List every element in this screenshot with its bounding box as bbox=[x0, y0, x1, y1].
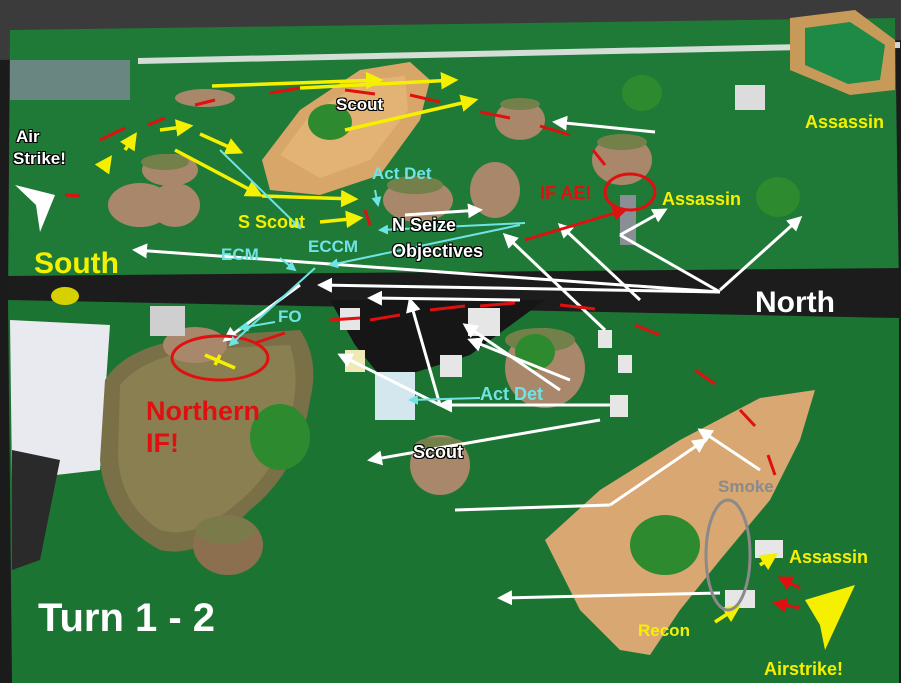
cyan-ew-arrows bbox=[219, 149, 526, 405]
north-label: North bbox=[755, 286, 835, 319]
red-line-of-sight-dashes bbox=[64, 86, 777, 476]
fo-label: FO bbox=[278, 307, 302, 326]
act-det-label-top: Act Det bbox=[372, 164, 432, 183]
turn-label: Turn 1 - 2 bbox=[38, 596, 216, 640]
act-det-label-mid: Act Det bbox=[480, 384, 544, 404]
road bbox=[8, 268, 899, 318]
ecm-label: ECM bbox=[221, 245, 259, 264]
if-ae-label: IF AE! bbox=[540, 183, 592, 203]
bush bbox=[250, 404, 310, 470]
recon-label: Recon bbox=[638, 621, 690, 640]
white-movement-arrows bbox=[132, 115, 803, 606]
if-label: IF! bbox=[146, 428, 179, 458]
air-strike-label-top: Air bbox=[16, 127, 40, 146]
airstrike-label-bottom: Airstrike! bbox=[764, 659, 844, 679]
air-strike-label-bottom: Strike! bbox=[13, 149, 66, 168]
s-scout-label: S Scout bbox=[238, 212, 306, 232]
smoke-circle bbox=[704, 498, 752, 612]
scout-label-top: Scout bbox=[336, 95, 384, 114]
assassin-label-right-top: Assassin bbox=[805, 112, 885, 132]
bush bbox=[630, 515, 700, 575]
northern-if-circle bbox=[170, 334, 270, 382]
eccm-label: ECCM bbox=[308, 237, 359, 256]
yellow-movement-arrows bbox=[94, 71, 778, 624]
smoke-label: Smoke bbox=[718, 477, 774, 496]
miniatures bbox=[150, 85, 783, 608]
objectives-label: Objectives bbox=[392, 241, 484, 261]
scout-label-mid: Scout bbox=[413, 442, 464, 462]
paper-sheet bbox=[10, 320, 110, 480]
airstrike-marker-north bbox=[15, 185, 55, 232]
if-ae-circle bbox=[603, 172, 657, 212]
airstrike-marker-south bbox=[805, 585, 855, 650]
south-label: South bbox=[34, 247, 119, 280]
n-seize-label: N Seize bbox=[392, 215, 457, 235]
assassin-label-mid: Assassin bbox=[662, 189, 742, 209]
northern-label: Northern bbox=[146, 396, 260, 426]
assassin-label-bottom: Assassin bbox=[789, 547, 869, 567]
far-table-felt bbox=[8, 18, 899, 300]
